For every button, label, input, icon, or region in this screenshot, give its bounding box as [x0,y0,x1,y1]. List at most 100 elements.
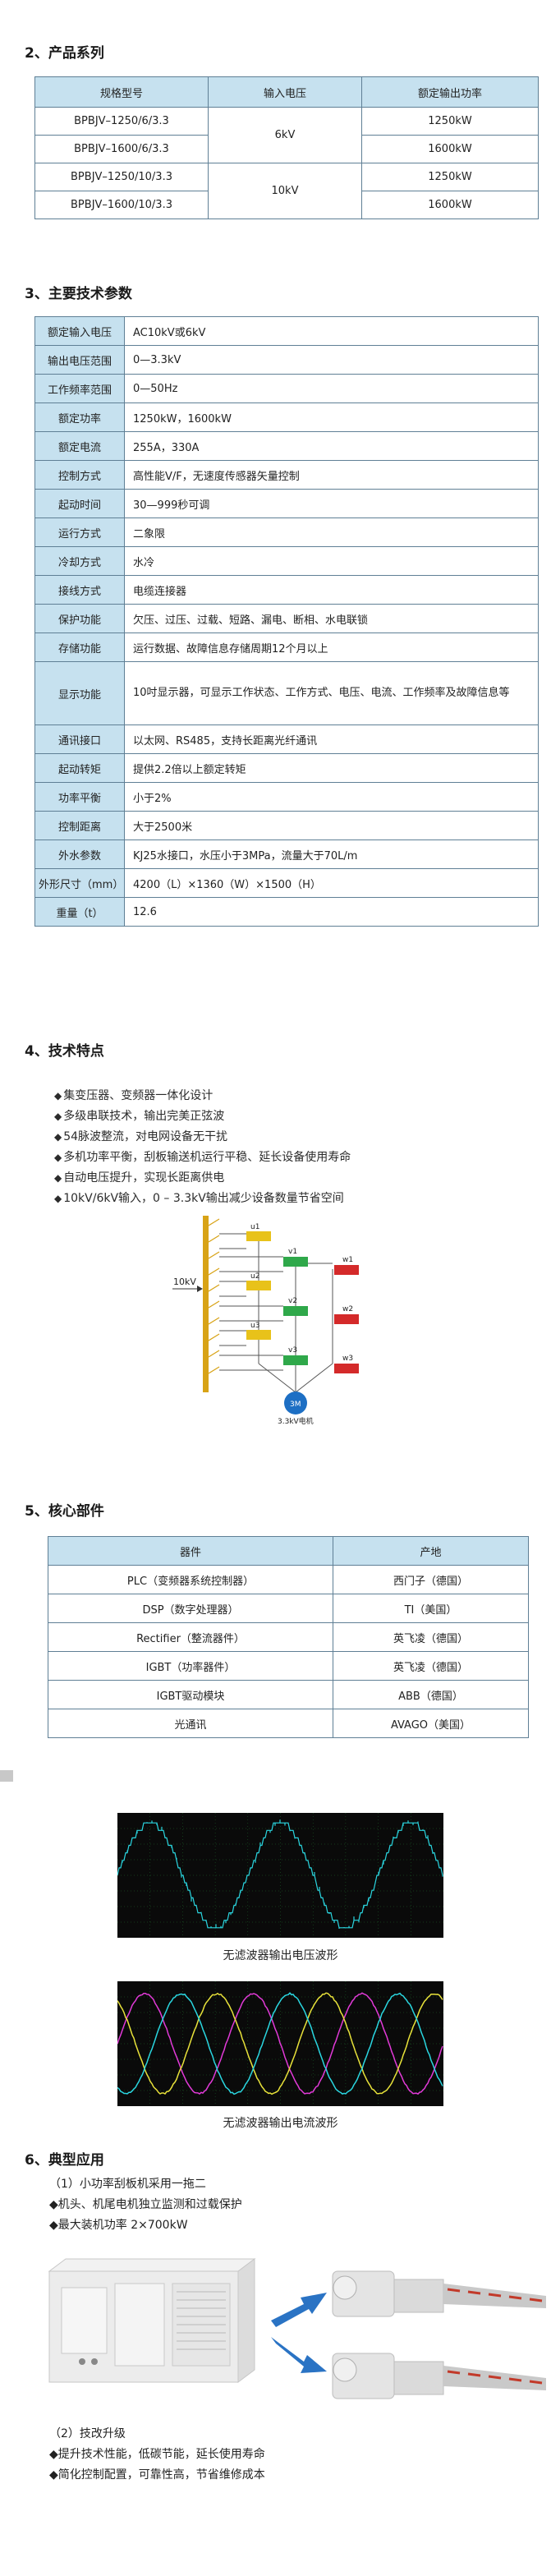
spec-label: 起动转矩 [35,754,125,783]
spec-label: 显示功能 [35,662,125,725]
spec-value: 水冷 [125,547,539,576]
cell-w1 [334,1265,359,1275]
cell-label: v3 [288,1346,297,1355]
case2-title: （2）技改升级 [49,2425,126,2441]
cell-u2 [246,1281,271,1290]
spec-value: 欠压、过压、过载、短路、漏电、断相、水电联锁 [125,605,539,633]
products-title: 2、产品系列 [25,41,104,62]
input-voltage-label: 10kV [173,1276,196,1287]
table-header-row: 规格型号 输入电压 额定输出功率 [35,77,539,108]
spec-label: 功率平衡 [35,783,125,812]
spec-value: 提供2.2倍以上额定转矩 [125,754,539,783]
input-arrow [197,1286,203,1292]
table-row: 额定功率1250kW，1600kW [35,403,539,432]
spec-label: 外水参数 [35,840,125,869]
list-item: ◆提升技术性能，低碳节能，延长使用寿命 [49,2445,265,2462]
cell-label: w2 [342,1305,353,1313]
table-row: 外形尺寸（mm）4200（L）×1360（W）×1500（H） [35,869,539,898]
power-cell: 1250kW [362,108,539,136]
cell-u3 [246,1330,271,1340]
list-item: 多机功率平衡，刮板输送机运行平稳、延长设备使用寿命 [54,1148,351,1168]
spec-value: 以太网、RS485，支持长距离光纤通讯 [125,725,539,754]
cell-v1 [283,1257,308,1267]
model-cell: BPBJV–1250/6/3.3 [35,108,209,136]
model-cell: BPBJV–1250/10/3.3 [35,163,209,191]
table-row: 工作频率范围0—50Hz [35,375,539,403]
table-row: 重量（t）12.6 [35,898,539,927]
cell-label: v2 [288,1297,297,1305]
device-cell: IGBT驱动模块 [48,1681,333,1709]
equipment-illustration [33,2238,550,2419]
spec-value: 运行数据、故障信息存储周期12个月以上 [125,633,539,662]
spec-value: 电缆连接器 [125,576,539,605]
conveyor-drive-image [333,2353,546,2399]
model-cell: BPBJV–1600/6/3.3 [35,136,209,163]
origin-cell: AVAGO（美国） [333,1709,529,1738]
arrow-icon [271,2293,327,2327]
table-row: 起动转矩提供2.2倍以上额定转矩 [35,754,539,783]
wiring [219,1234,333,1392]
cell-v2 [283,1306,308,1316]
table-row: 接线方式电缆连接器 [35,576,539,605]
spec-value: 12.6 [125,898,539,927]
table-row: 显示功能10吋显示器，可显示工作状态、工作方式、电压、电流、工作频率及故障信息等 [35,662,539,725]
cabinet-image [49,2259,255,2382]
list-item-text: 简化控制配置，可靠性高，节省维修成本 [58,2468,265,2482]
product-table: 规格型号 输入电压 额定输出功率 BPBJV–1250/6/3.3 6kV 12… [34,76,539,219]
table-header: 规格型号 [35,77,209,108]
cell-label: u3 [250,1322,259,1330]
cell-label: u2 [250,1272,259,1281]
table-row: 控制方式高性能V/F，无速度传感器矢量控制 [35,461,539,490]
origin-cell: ABB（德国） [333,1681,529,1709]
list-item: ◆机头、机尾电机独立监测和过载保护 [49,2196,242,2212]
voltage-cell: 6kV [209,108,362,163]
origin-cell: 西门子（德国） [333,1566,529,1594]
bus-taps [209,1219,219,1373]
cell-v3 [283,1355,308,1365]
table-row: 控制距离大于2500米 [35,812,539,840]
list-item: 54脉波整流，对电网设备无干扰 [54,1127,351,1148]
voltage-waveform-image [117,1813,443,1938]
spec-label: 工作频率范围 [35,375,125,403]
table-row: IGBT驱动模块ABB（德国） [48,1681,529,1709]
origin-cell: 英飞凌（德国） [333,1623,529,1652]
table-row: 输出电压范围0—3.3kV [35,346,539,375]
voltage-waveform-caption: 无滤波器输出电压波形 [117,1947,443,1963]
power-cell: 1600kW [362,136,539,163]
spec-label: 重量（t） [35,898,125,927]
conveyor-drive-image [333,2271,546,2316]
spec-value: 30—999秒可调 [125,490,539,518]
device-cell: IGBT（功率器件） [48,1652,333,1681]
list-item-text: 机头、机尾电机独立监测和过载保护 [58,2198,242,2211]
spec-label: 控制方式 [35,461,125,490]
spec-label: 额定功率 [35,403,125,432]
table-row: 运行方式二象限 [35,518,539,547]
spec-label: 接线方式 [35,576,125,605]
list-item: 集变压器、变频器一体化设计 [54,1086,351,1106]
spec-label: 运行方式 [35,518,125,547]
spec-label: 外形尺寸（mm） [35,869,125,898]
cell-label: v1 [288,1248,297,1256]
list-item: 自动电压提升，实现长距离供电 [54,1168,351,1189]
spec-value: 10吋显示器，可显示工作状态、工作方式、电压、电流、工作频率及故障信息等 [125,662,539,725]
cell-u1 [246,1231,271,1241]
applications-title: 6、典型应用 [25,2148,104,2169]
power-cell: 1250kW [362,163,539,191]
spec-label: 起动时间 [35,490,125,518]
origin-cell: 英飞凌（德国） [333,1652,529,1681]
topology-diagram: 10kV u1 v1 u2 v2 u3 v3 w1 w2 w3 3M 3.3kV… [160,1208,390,1425]
table-row: BPBJV–1250/10/3.3 10kV 1250kW [35,163,539,191]
spec-value: 1250kW，1600kW [125,403,539,432]
device-cell: Rectifier（整流器件） [48,1623,333,1652]
spec-value: 0—3.3kV [125,346,539,375]
list-item: ◆最大装机功率 2×700kW [49,2216,188,2233]
list-item-text: 提升技术性能，低碳节能，延长使用寿命 [58,2448,265,2461]
table-row: 外水参数KJ25水接口，水压小于3MPa，流量大于70L/m [35,840,539,869]
parts-title: 5、核心部件 [25,1499,104,1520]
spec-label: 保护功能 [35,605,125,633]
section-marker [0,1770,13,1782]
spec-value: 小于2% [125,783,539,812]
cell-label: w3 [342,1355,353,1363]
spec-value: KJ25水接口，水压小于3MPa，流量大于70L/m [125,840,539,869]
spec-label: 存储功能 [35,633,125,662]
